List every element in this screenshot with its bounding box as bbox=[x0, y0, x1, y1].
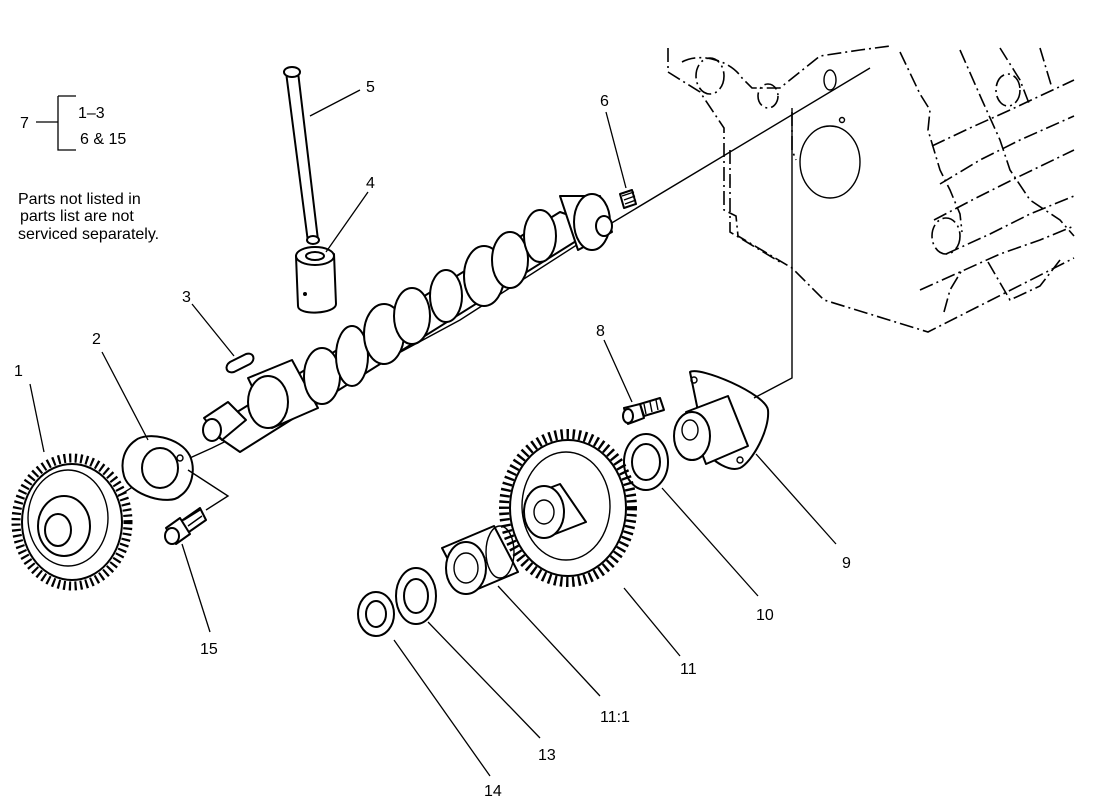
callout-15: 15 bbox=[200, 641, 218, 658]
idler-gear-icon bbox=[499, 429, 637, 587]
footnote-line-1: Parts not listed in bbox=[18, 191, 141, 208]
washer-10-icon bbox=[623, 433, 669, 491]
group-range-1: 1–3 bbox=[78, 105, 105, 122]
tappet-icon bbox=[295, 246, 337, 314]
bearing-housing-icon bbox=[673, 108, 793, 470]
camshaft-gear-icon bbox=[11, 453, 133, 591]
callout-10: 10 bbox=[756, 607, 774, 624]
callout-13: 13 bbox=[538, 747, 556, 764]
bushing-icon bbox=[441, 525, 519, 595]
callout-9: 9 bbox=[842, 555, 851, 572]
bolt-8-icon bbox=[622, 397, 665, 425]
woodruff-key-icon bbox=[225, 352, 255, 374]
group-number: 7 bbox=[20, 115, 29, 132]
group-bracket bbox=[36, 95, 76, 151]
footnote-line-2: parts list are not bbox=[20, 208, 134, 225]
plug-icon bbox=[619, 189, 637, 209]
push-rod-icon bbox=[283, 66, 320, 245]
callout-8: 8 bbox=[596, 323, 605, 340]
callout-6: 6 bbox=[600, 93, 609, 110]
thrust-plate-icon bbox=[121, 435, 194, 501]
washer-13-icon bbox=[395, 567, 437, 625]
callout-4: 4 bbox=[366, 175, 375, 192]
callout-14: 14 bbox=[484, 783, 502, 800]
group-range-2: 6 & 15 bbox=[80, 131, 126, 148]
engine-block-icon bbox=[667, 45, 1075, 333]
callout-2: 2 bbox=[92, 331, 101, 348]
callout-11-1: 11:1 bbox=[600, 709, 630, 726]
snap-ring-icon bbox=[357, 591, 395, 637]
callout-3: 3 bbox=[182, 289, 191, 306]
camshaft-icon bbox=[202, 193, 613, 453]
callout-11: 11 bbox=[680, 661, 697, 678]
callout-leaders bbox=[29, 89, 837, 777]
bolt-15-icon bbox=[164, 469, 230, 545]
footnote-line-3: serviced separately. bbox=[18, 226, 159, 243]
callout-1: 1 bbox=[14, 363, 23, 380]
callout-5: 5 bbox=[366, 79, 375, 96]
